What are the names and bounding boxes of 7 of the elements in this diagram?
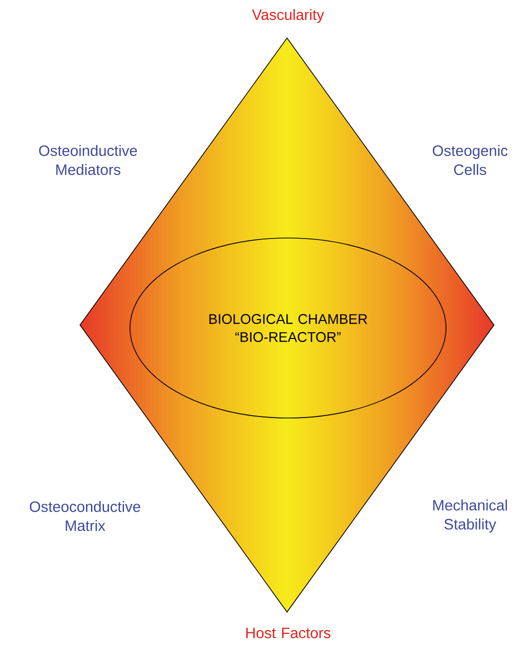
outer-label: Osteoinductive Mediators	[39, 145, 137, 175]
outer-label: Osteogenic Cells	[432, 145, 508, 175]
ellipse-label: BIOLOGICAL CHAMBER “BIO-REACTOR”	[130, 238, 446, 418]
outer-label: Osteoconductive Matrix	[30, 501, 140, 531]
outer-label: Mechanical Stability	[433, 500, 507, 532]
outer-label: Vascularity	[252, 9, 324, 23]
outer-label: Host Factors	[246, 628, 330, 638]
